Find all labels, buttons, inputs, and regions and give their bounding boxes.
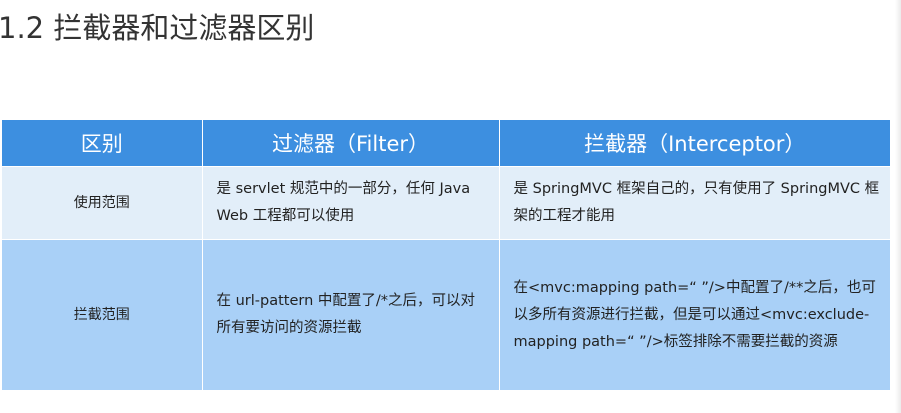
interceptor-cell: 在<mvc:mapping path=“ ”/>中配置了/**之后，也可以多所有… [499,239,890,390]
row-label: 使用范围 [2,166,203,240]
comparison-table: 区别 过滤器（Filter） 拦截器（Interceptor） 使用范围 是 s… [2,120,890,390]
header-interceptor: 拦截器（Interceptor） [499,120,890,167]
row-label: 拦截范围 [2,239,203,390]
table-header-row: 区别 过滤器（Filter） 拦截器（Interceptor） [2,120,890,167]
header-filter: 过滤器（Filter） [202,120,500,167]
filter-cell: 是 servlet 规范中的一部分，任何 Java Web 工程都可以使用 [202,166,500,240]
window-edge [895,0,901,413]
page-title: 1.2 拦截器和过滤器区别 [0,11,315,45]
interceptor-cell: 是 SpringMVC 框架自己的，只有使用了 SpringMVC 框架的工程才… [499,166,890,240]
table-row-intercept-scope: 拦截范围 在 url-pattern 中配置了/*之后，可以对所有要访问的资源拦… [2,239,890,390]
header-difference: 区别 [2,120,203,167]
table-row-usage-scope: 使用范围 是 servlet 规范中的一部分，任何 Java Web 工程都可以… [2,166,890,240]
filter-cell: 在 url-pattern 中配置了/*之后，可以对所有要访问的资源拦截 [202,239,500,390]
